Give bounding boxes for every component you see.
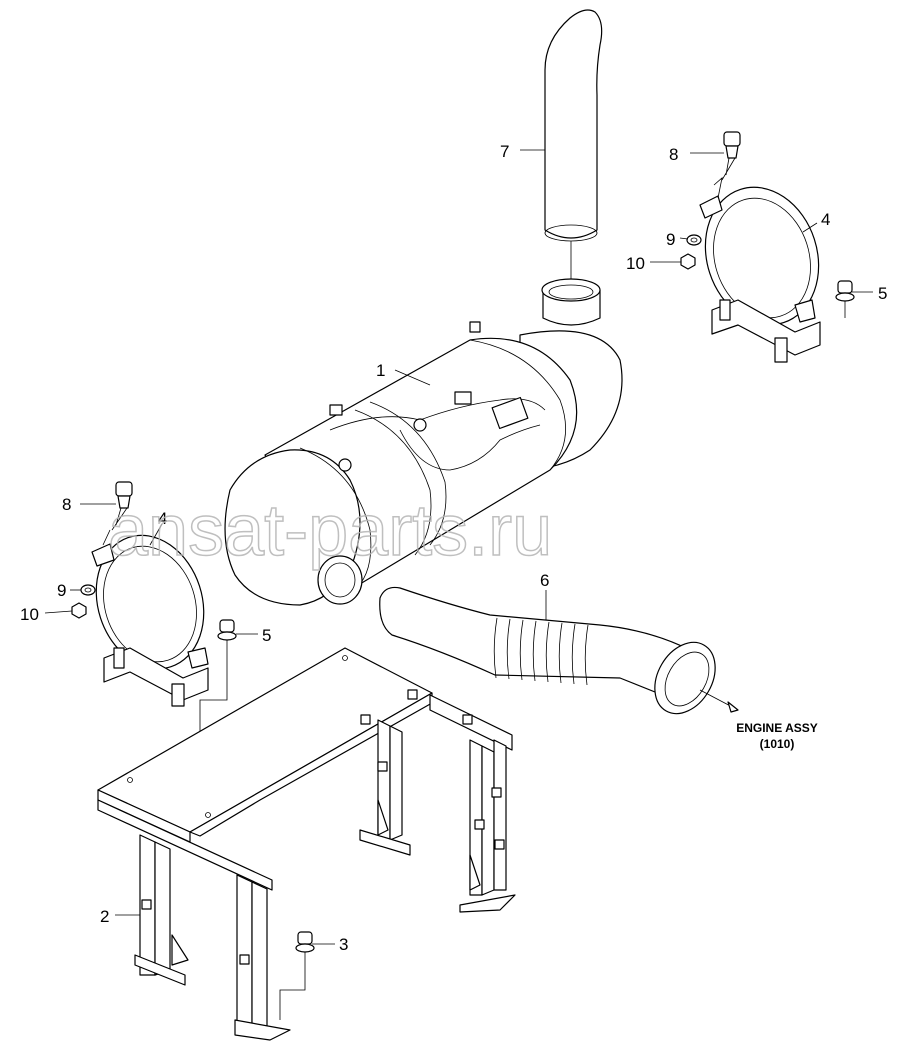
callout-9-left: 9 (57, 581, 66, 600)
washer-left-part-9 (80, 584, 96, 596)
watermark-text: ansat-parts.ru (108, 491, 552, 571)
nut-right-part-10 (680, 253, 696, 270)
clamp-band-right-part-4 (699, 186, 821, 363)
callout-5-left: 5 (262, 626, 271, 645)
callout-6: 6 (540, 571, 549, 590)
bolt-right-part-8 (713, 131, 741, 199)
engine-assy-note-line2: (1010) (760, 737, 795, 751)
air-cleaner-part-1 (224, 278, 623, 606)
callout-4-left: 4 (158, 509, 167, 528)
callout-10-right: 10 (626, 254, 645, 273)
leader-lines (44, 149, 873, 945)
callout-3: 3 (339, 935, 348, 954)
callout-8-right: 8 (669, 145, 678, 164)
callout-1: 1 (376, 361, 385, 380)
washer-right-part-9 (686, 234, 702, 246)
bolt-left-part-8 (102, 481, 133, 546)
bolt-right-part-5 (835, 280, 855, 318)
bolt-left-part-5 (199, 619, 237, 830)
callout-9-right: 9 (666, 230, 675, 249)
engine-assy-note-line1: ENGINE ASSY (736, 721, 818, 735)
callout-2: 2 (100, 907, 109, 926)
callout-7: 7 (500, 142, 509, 161)
callout-4-right: 4 (821, 210, 830, 229)
intake-hose-part-6 (379, 586, 716, 715)
callout-5-right: 5 (878, 284, 887, 303)
bolt-part-3 (279, 931, 315, 1020)
callout-10-left: 10 (20, 605, 39, 624)
exhaust-stack-part-7 (544, 9, 603, 282)
support-bracket-part-2 (97, 647, 516, 1041)
clamp-band-left-part-4 (91, 534, 209, 707)
callout-8-left: 8 (62, 495, 71, 514)
nut-left-part-10 (71, 602, 87, 619)
